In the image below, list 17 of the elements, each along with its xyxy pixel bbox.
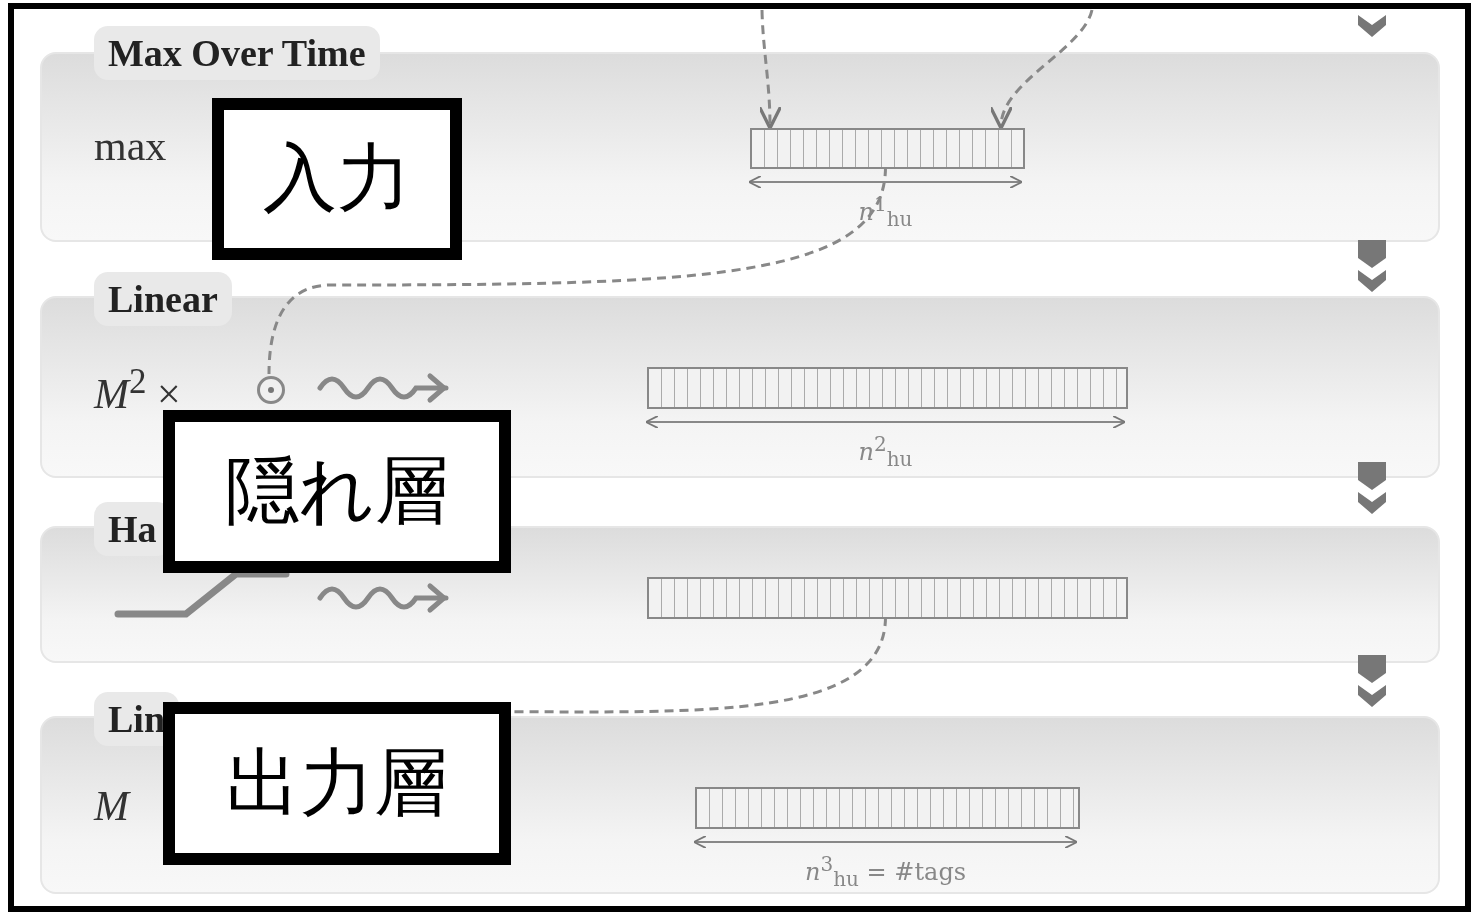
- connector: [267, 166, 887, 375]
- layer-title: Max Over Time: [94, 26, 380, 80]
- label-tooltip: 入力: [212, 98, 462, 260]
- label-tooltip: 出力層: [163, 702, 511, 865]
- dimension-label: n$^{3}$$_{hu}$ = #tags: [805, 852, 967, 891]
- layer-title: Linear: [94, 272, 232, 326]
- vector-bar: [695, 787, 1080, 829]
- label-tooltip: 隠れ層: [163, 410, 511, 573]
- vector-bar: [647, 367, 1128, 409]
- connector: [991, 9, 1094, 130]
- formula: M: [94, 782, 129, 830]
- vector-bar: [647, 577, 1128, 619]
- vector-bar: [750, 128, 1025, 169]
- connector: [757, 9, 782, 130]
- operator-circle: [257, 376, 285, 404]
- connector: [511, 616, 887, 714]
- formula: max: [94, 122, 167, 170]
